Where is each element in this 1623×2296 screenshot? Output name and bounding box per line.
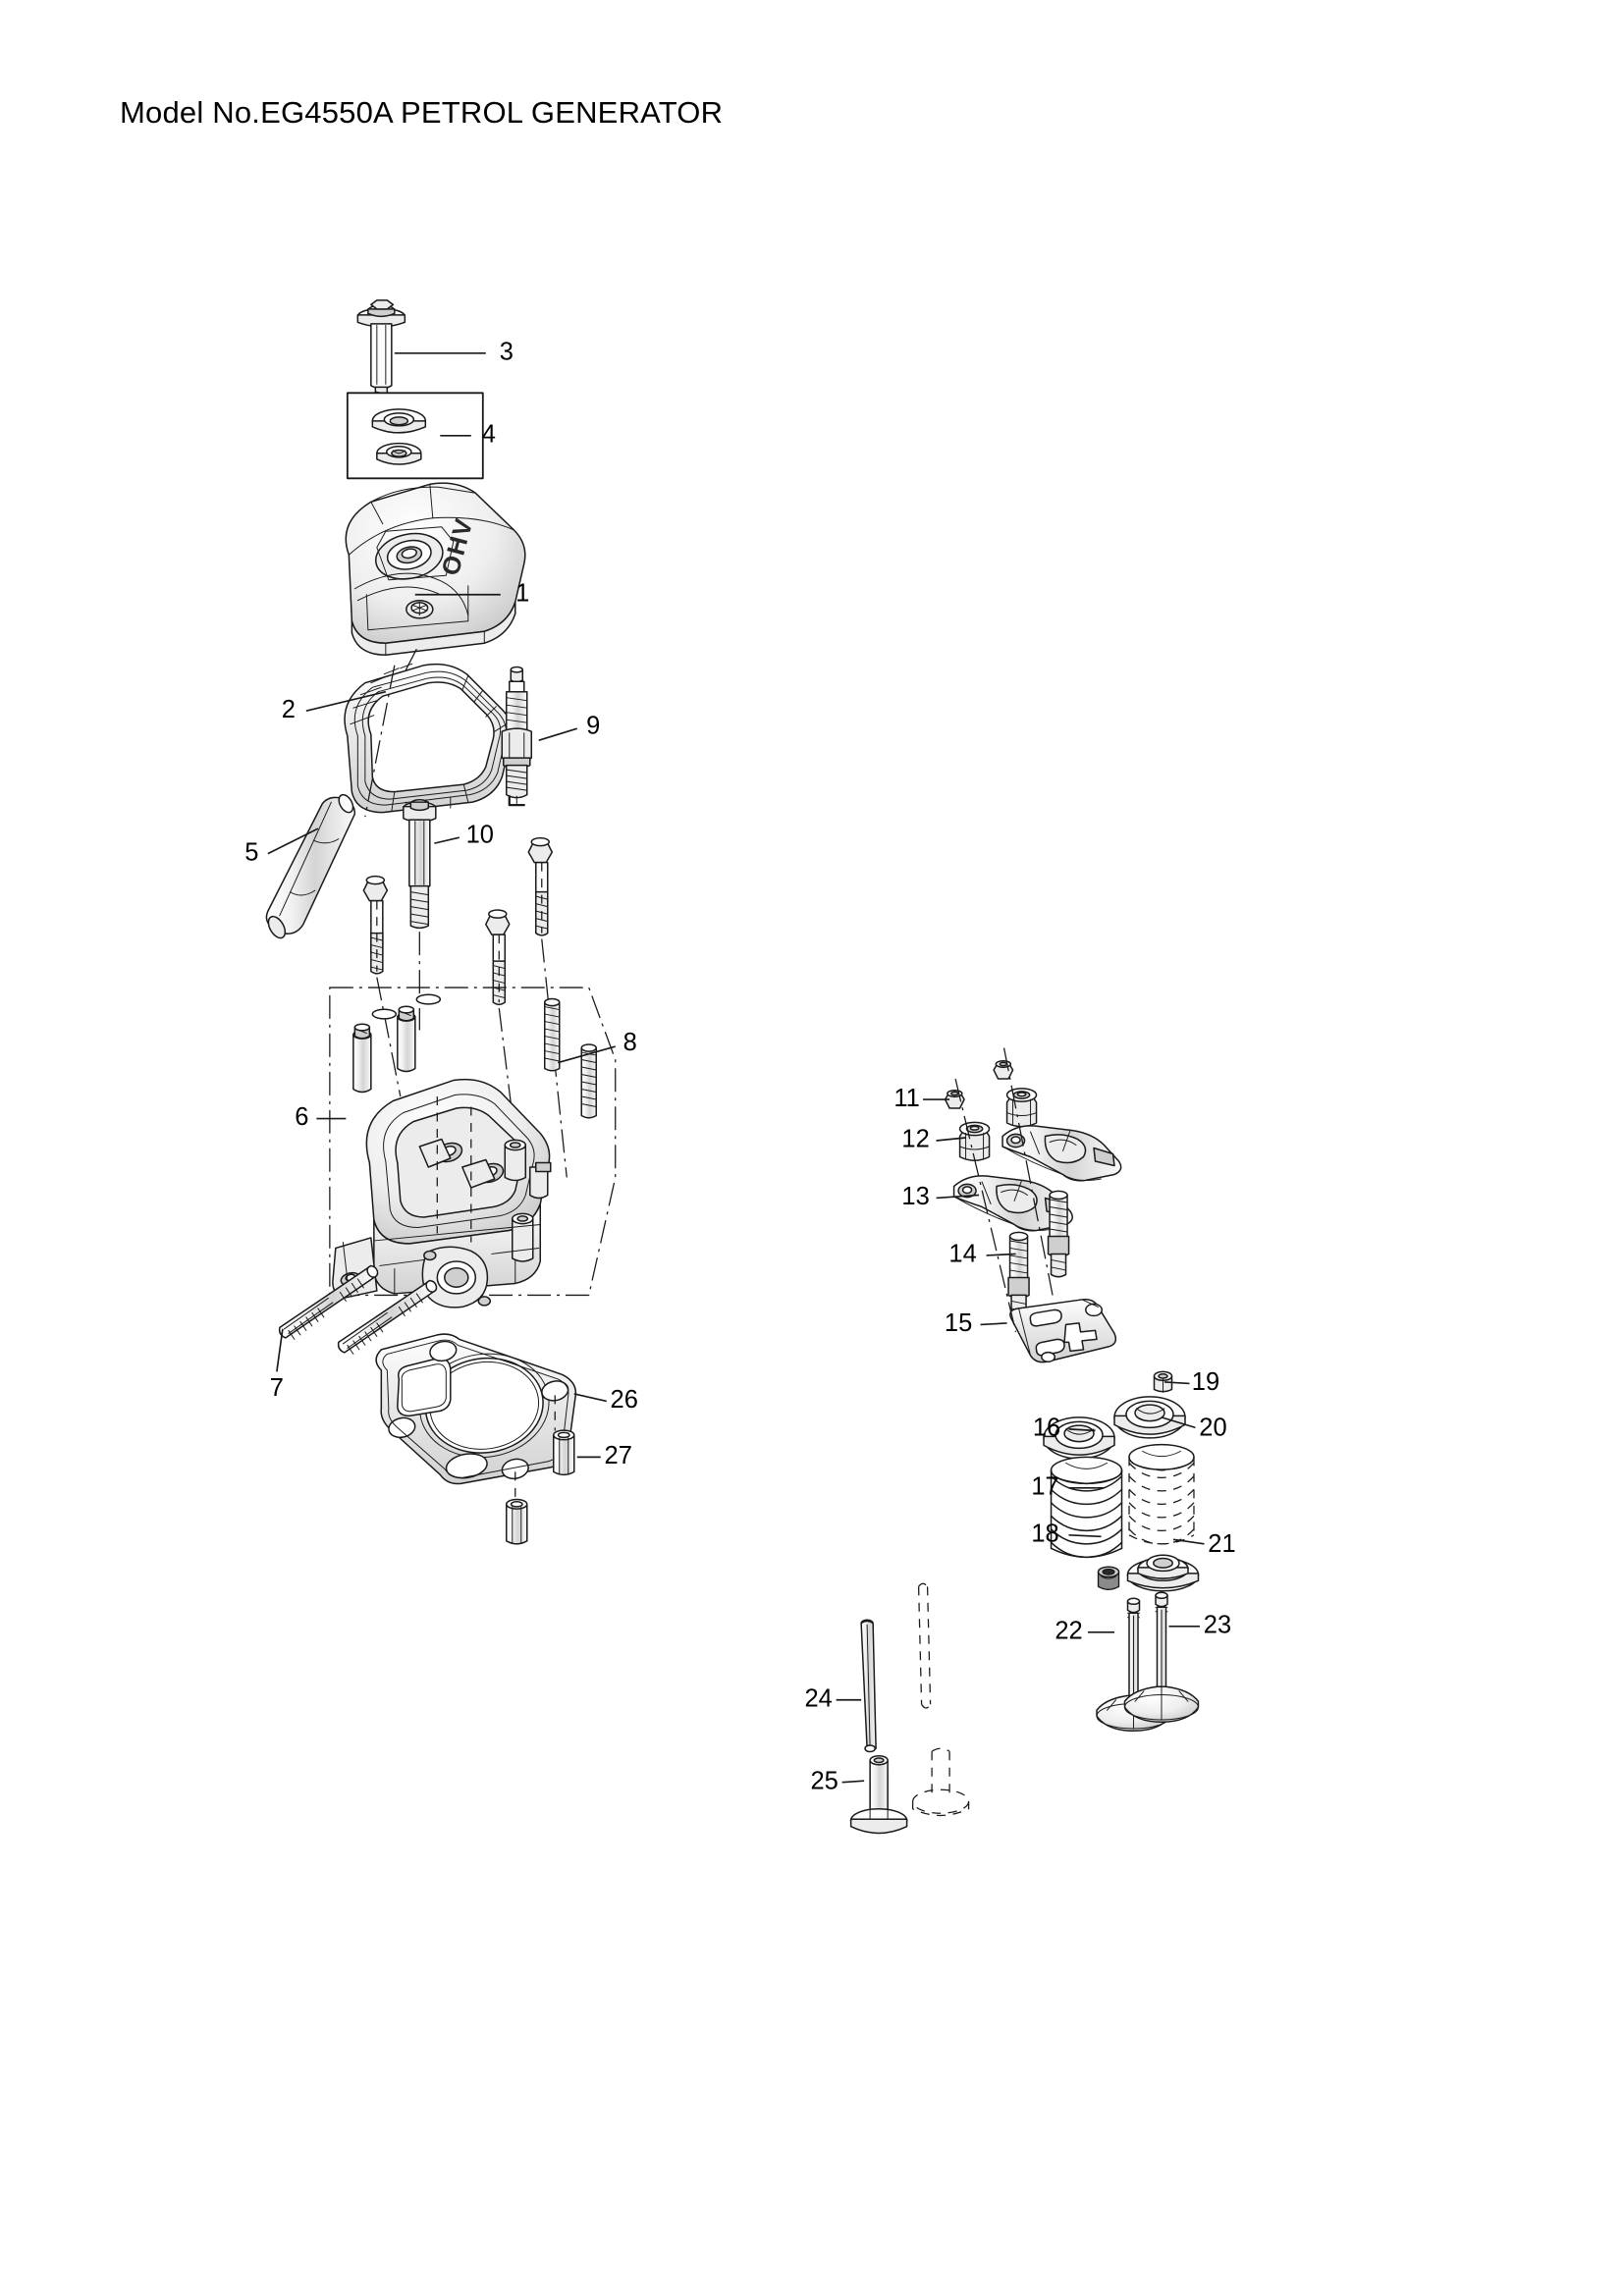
callout-number-6: 6 [295,1103,308,1131]
callout-number-2: 2 [282,696,296,723]
part-16-spring-retainer-intake [1043,1416,1115,1460]
callout-number-1: 1 [515,579,529,607]
part-14-rocker-stud-a [1047,1190,1070,1278]
part-stud-bolt-c [527,836,568,1178]
callout-number-9: 9 [586,712,600,739]
part-8-stud-short-a [544,997,561,1072]
part-12-adjusting-screw-a [958,1121,991,1161]
part-14-rocker-stud-b [1007,1231,1030,1319]
part-9-spark-plug [501,666,533,807]
callout-leader-25 [841,1780,865,1784]
callout-leader-20 [1161,1416,1196,1429]
part-stud-bolt-b [485,909,519,1163]
callout-number-22: 22 [1055,1618,1082,1645]
valve-guide-a [352,1023,372,1094]
callout-number-14: 14 [948,1241,976,1268]
part-10-flange-bolt [403,799,437,1031]
part-5-breather-tube [265,793,356,939]
part-26-cylinder-head-gasket [375,1333,577,1485]
part-23-exhaust-valve [1123,1591,1200,1723]
callout-number-5: 5 [244,838,258,866]
callout-leader-15 [980,1322,1007,1326]
callout-number-13: 13 [901,1183,929,1210]
callout-leader-26 [573,1393,607,1403]
callout-number-10: 10 [466,821,494,848]
part-17-valve-spring-a [1050,1456,1123,1559]
part-11-lock-nut-b [993,1059,1014,1080]
part-7-long-stud-a [278,1264,379,1340]
part-6-cylinder-head-assembly [329,987,617,1308]
callout-number-3: 3 [500,339,514,366]
part-15-rocker-bracket [1009,1298,1117,1363]
callout-leader-14 [986,1253,1016,1256]
callout-leader-9 [538,727,577,741]
callout-number-12: 12 [901,1126,929,1153]
callout-number-20: 20 [1199,1415,1226,1442]
part-21-valve-stem-seal-large [1126,1554,1200,1592]
part-20-spring-retainer-exhaust [1113,1396,1186,1439]
part-13-rocker-arm-a [1001,1125,1122,1182]
part-12-adjusting-screw-b [1005,1088,1038,1128]
callout-number-8: 8 [623,1029,637,1056]
callout-number-25: 25 [810,1767,838,1794]
callout-leader-5 [267,828,319,855]
callout-number-17: 17 [1031,1473,1058,1501]
callout-number-16: 16 [1033,1415,1060,1442]
callout-leader-18 [1068,1534,1102,1538]
part-19-valve-cotter [1153,1370,1173,1393]
part-25-valve-tappet [849,1747,970,1835]
callout-number-21: 21 [1208,1530,1235,1558]
callout-number-23: 23 [1204,1612,1231,1639]
callout-number-19: 19 [1192,1368,1219,1396]
callout-number-15: 15 [945,1309,972,1337]
callout-leader-8 [558,1045,616,1064]
callout-number-4: 4 [482,421,496,449]
callout-leader-lines [267,352,1205,1784]
part-1-cylinder-head-cover: OHV [345,482,526,692]
callout-leader-2 [305,690,387,712]
part-stud-bolt-a [362,875,402,1097]
callout-leader-16 [1068,1428,1096,1432]
part-24-push-rod [860,1582,932,1753]
callout-number-24: 24 [804,1684,832,1712]
callout-leader-12 [936,1137,966,1142]
page-title: Model No.EG4550A PETROL GENERATOR [120,95,724,130]
callout-leader-13 [936,1194,980,1200]
part-2-cover-gasket [344,663,514,818]
callout-leader-7 [276,1328,284,1372]
callout-leader-21 [1172,1538,1205,1545]
callout-leader-10 [434,836,460,844]
callout-number-7: 7 [270,1374,284,1402]
part-27-dowel-pin-b [506,1471,528,1545]
part-18-valve-stem-seal-small [1097,1566,1120,1590]
callout-number-26: 26 [611,1386,638,1414]
callout-number-18: 18 [1031,1521,1058,1548]
callout-number-11: 11 [893,1085,919,1112]
part-17-valve-spring-b [1128,1443,1195,1545]
callout-number-27: 27 [605,1442,632,1469]
callout-leader-19 [1163,1381,1190,1385]
valve-guide-b [397,1005,416,1073]
part-27-dowel-pin-a [553,1395,575,1476]
part-7-long-stud-b [337,1279,438,1355]
